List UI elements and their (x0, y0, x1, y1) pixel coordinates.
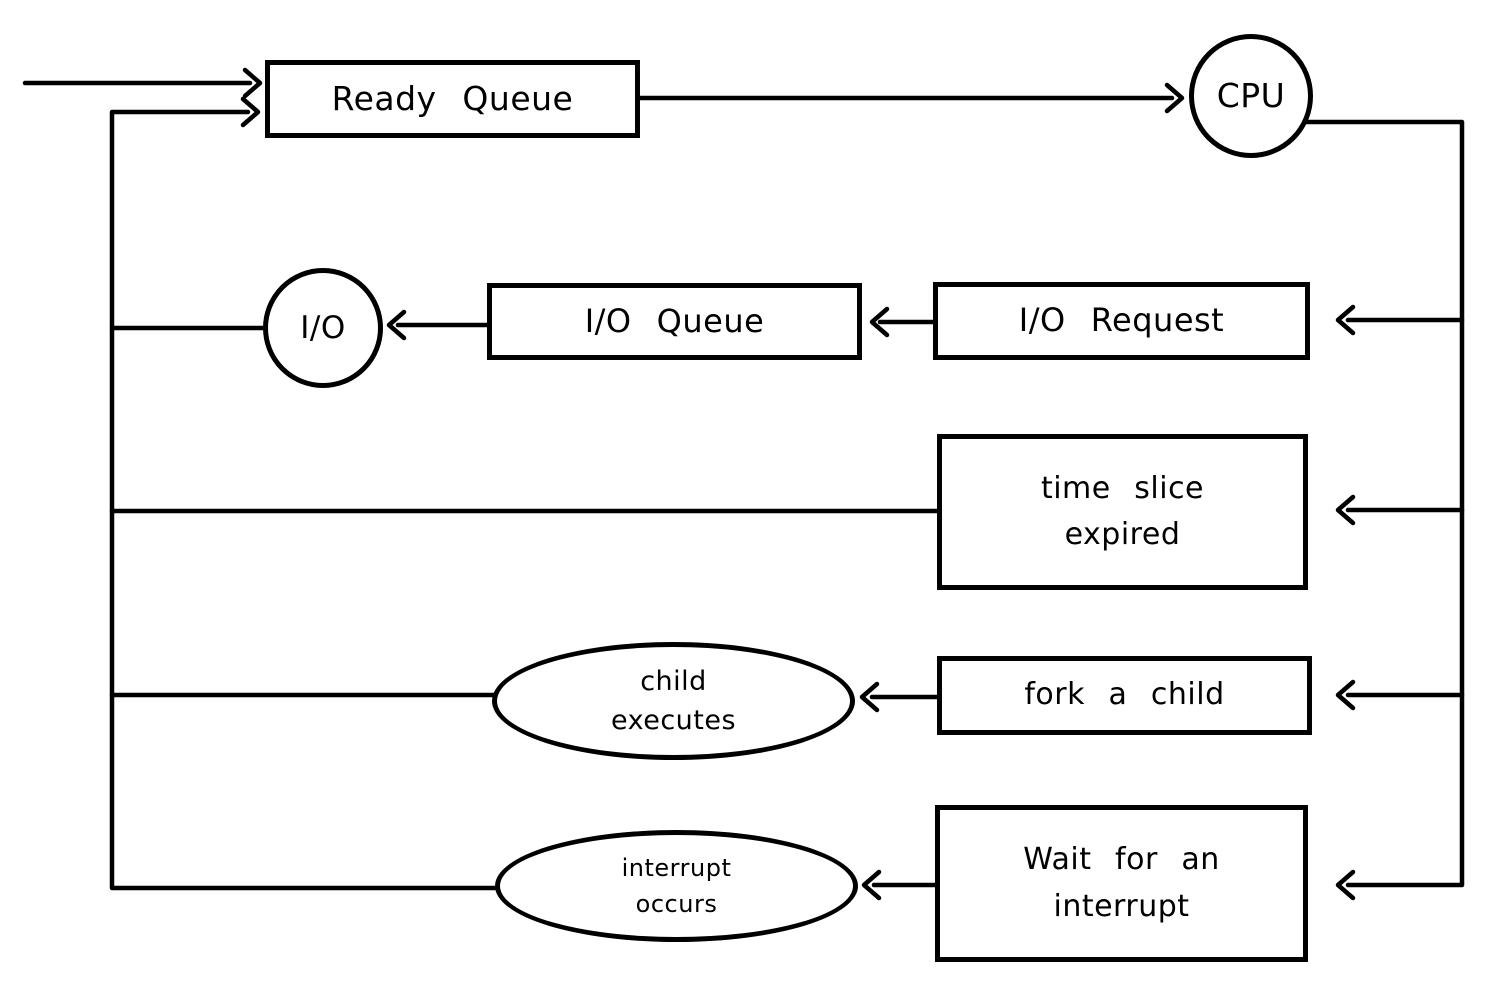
wait-interrupt-label-line1: Wait for an (1023, 842, 1220, 877)
arrowhead-child-executes (859, 681, 880, 713)
arrowhead-io-queue (869, 306, 890, 338)
time-slice-label-line2: expired (1064, 517, 1181, 552)
arrowhead-entry-ready-queue (242, 67, 263, 99)
ready-queue-node: Ready Queue (265, 60, 640, 138)
arrowhead-interrupt-occurs (861, 869, 882, 901)
arrowhead-loop-ready-queue (240, 96, 261, 128)
arrowhead-cpu (1164, 82, 1185, 114)
io-node: I/O (263, 268, 383, 388)
child-executes-label-line1: child (640, 665, 707, 697)
arrowhead-time-slice (1335, 494, 1356, 526)
arrowhead-wait-interrupt (1335, 869, 1356, 901)
child-executes-label-line2: executes (610, 705, 737, 736)
io-label: I/O (300, 309, 346, 346)
interrupt-occurs-label-line2: occurs (635, 890, 718, 918)
edge-loop-left-trunk (109, 109, 501, 891)
time-slice-node: time slice expired (937, 434, 1308, 590)
io-request-label: I/O Request (1018, 301, 1225, 340)
cpu-node: CPU (1189, 34, 1313, 158)
time-slice-label-line1: time slice (1040, 470, 1205, 506)
io-queue-node: I/O Queue (487, 283, 862, 360)
arrowhead-io-request (1335, 304, 1356, 336)
ready-queue-label: Ready Queue (331, 79, 574, 119)
io-queue-label: I/O Queue (584, 301, 765, 340)
cpu-label: CPU (1216, 76, 1286, 116)
wait-interrupt-node: Wait for an interrupt (935, 805, 1308, 962)
fork-child-label: fork a child (1024, 677, 1225, 713)
io-request-node: I/O Request (933, 282, 1310, 360)
interrupt-occurs-label-line1: interrupt (621, 854, 732, 882)
wait-interrupt-label-line2: interrupt (1053, 888, 1190, 924)
arrowhead-fork-child (1335, 679, 1356, 711)
interrupt-occurs-node: interrupt occurs (495, 830, 858, 942)
arrowhead-io (386, 309, 407, 341)
child-executes-node: child executes (492, 642, 855, 760)
fork-child-node: fork a child (937, 656, 1312, 735)
edge-cpu-right-trunk (1302, 119, 1465, 888)
